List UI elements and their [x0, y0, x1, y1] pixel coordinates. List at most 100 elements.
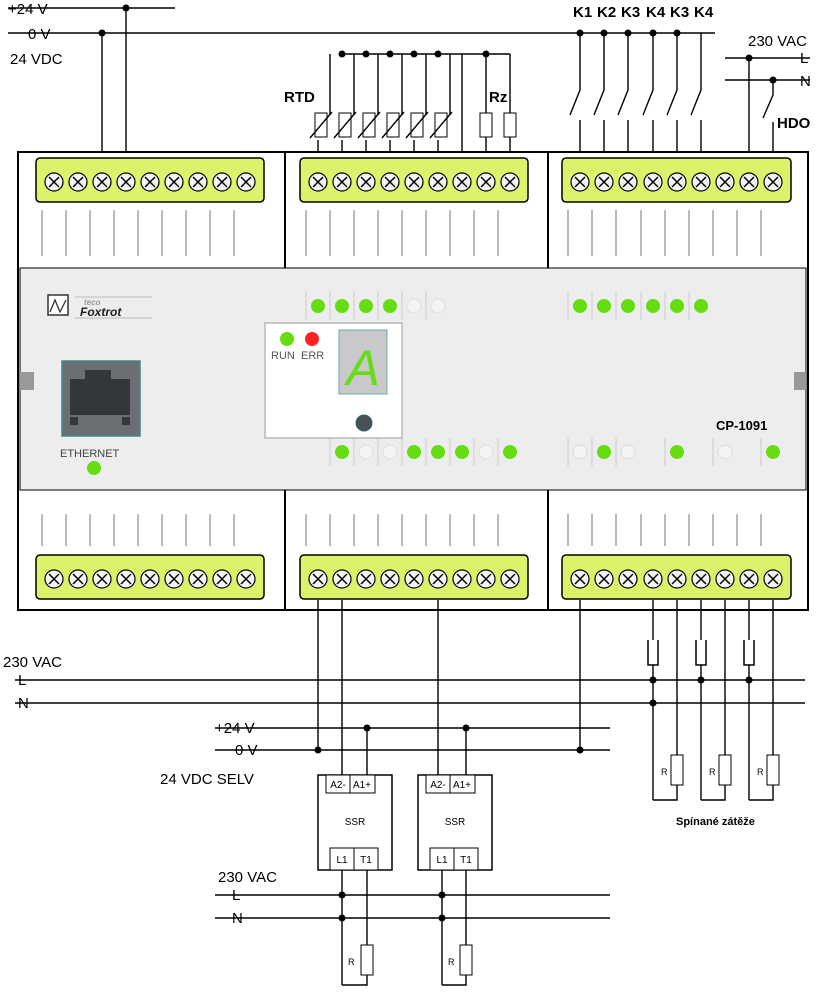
terminal-A1[interactable] [44, 172, 64, 192]
terminal-B9[interactable] [500, 172, 520, 192]
terminal-A6[interactable] [164, 172, 184, 192]
io-led [572, 444, 588, 460]
err-led [305, 332, 319, 346]
screw-slot-icon [598, 573, 610, 585]
screw-slot-icon [240, 573, 252, 585]
terminal-F6[interactable] [691, 569, 711, 589]
terminal-B4[interactable] [380, 172, 400, 192]
switch-label: K1 [573, 4, 592, 21]
terminal-D3[interactable] [92, 569, 112, 589]
io-led [694, 299, 708, 313]
resistor-label: R [448, 957, 455, 967]
terminal-C9[interactable] [763, 172, 783, 192]
terminal-E6[interactable] [428, 569, 448, 589]
ssr-a1: A1+ [353, 780, 371, 791]
mode-button[interactable] [355, 414, 373, 432]
terminal-F2[interactable] [594, 569, 614, 589]
model-label: CP-1091 [716, 418, 767, 433]
screw-slot-icon [240, 176, 252, 188]
terminal-C1[interactable] [570, 172, 590, 192]
terminal-C6[interactable] [691, 172, 711, 192]
terminal-D4[interactable] [116, 569, 136, 589]
terminal-A5[interactable] [140, 172, 160, 192]
terminal-F8[interactable] [739, 569, 759, 589]
label-plus24v-bottom: +24 V [215, 720, 255, 737]
status-panel: RUN ERR A [264, 322, 403, 439]
terminal-C4[interactable] [643, 172, 663, 192]
terminal-C5[interactable] [667, 172, 687, 192]
terminal-F7[interactable] [715, 569, 735, 589]
terminal-E9[interactable] [500, 569, 520, 589]
load-resistor [718, 754, 732, 786]
io-led [621, 299, 635, 313]
ssr-l1: L1 [336, 855, 348, 866]
terminal-F5[interactable] [667, 569, 687, 589]
terminal-E1[interactable] [308, 569, 328, 589]
terminal-A4[interactable] [116, 172, 136, 192]
err-label: ERR [301, 350, 324, 362]
terminal-B8[interactable] [476, 172, 496, 192]
junction-dot [386, 50, 394, 58]
screw-slot-icon [216, 176, 228, 188]
io-led [430, 298, 446, 314]
terminal-E2[interactable] [332, 569, 352, 589]
io-led [406, 298, 422, 314]
terminal-D6[interactable] [164, 569, 184, 589]
label-24vdc-selv: 24 VDC SELV [160, 771, 254, 788]
terminal-A7[interactable] [188, 172, 208, 192]
switch-contact [569, 89, 581, 116]
terminal-C7[interactable] [715, 172, 735, 192]
terminal-B6[interactable] [428, 172, 448, 192]
screw-slot-icon [72, 573, 84, 585]
terminal-B7[interactable] [452, 172, 472, 192]
terminal-C3[interactable] [618, 172, 638, 192]
screw-slot-icon [647, 573, 659, 585]
terminal-E3[interactable] [356, 569, 376, 589]
screw-slot-icon [480, 176, 492, 188]
terminal-A3[interactable] [92, 172, 112, 192]
io-led [670, 445, 684, 459]
terminal-B1[interactable] [308, 172, 328, 192]
terminal-A2[interactable] [68, 172, 88, 192]
terminal-D9[interactable] [236, 569, 256, 589]
terminal-D1[interactable] [44, 569, 64, 589]
terminal-F4[interactable] [643, 569, 663, 589]
terminal-E5[interactable] [404, 569, 424, 589]
ethernet-port[interactable] [61, 360, 141, 437]
terminal-D7[interactable] [188, 569, 208, 589]
label-24vdc: 24 VDC [10, 51, 63, 68]
terminal-E8[interactable] [476, 569, 496, 589]
loads-caption: Spínané zátěže [676, 816, 755, 828]
label-hdo: HDO [777, 115, 811, 132]
screw-slot-icon [719, 176, 731, 188]
screw-slot-icon [216, 573, 228, 585]
terminal-E4[interactable] [380, 569, 400, 589]
rz-resistor [503, 112, 517, 138]
terminal-B2[interactable] [332, 172, 352, 192]
terminal-F3[interactable] [618, 569, 638, 589]
screw-slot-icon [336, 573, 348, 585]
switch-label: K3 [621, 4, 640, 21]
io-led [358, 444, 374, 460]
terminal-B3[interactable] [356, 172, 376, 192]
screw-slot-icon [504, 573, 516, 585]
terminal-F9[interactable] [763, 569, 783, 589]
terminal-A9[interactable] [236, 172, 256, 192]
terminal-D2[interactable] [68, 569, 88, 589]
hdo-supply: 230 VAC L N HDO [725, 33, 811, 160]
io-led [573, 299, 587, 313]
terminal-C2[interactable] [594, 172, 614, 192]
terminal-A8[interactable] [212, 172, 232, 192]
terminal-B5[interactable] [404, 172, 424, 192]
terminal-D8[interactable] [212, 569, 232, 589]
status-leds [305, 292, 780, 466]
rtd-slash [405, 111, 429, 139]
terminal-C8[interactable] [739, 172, 759, 192]
resistor-label: R [757, 767, 764, 777]
io-led [503, 445, 517, 459]
terminal-F1[interactable] [570, 569, 590, 589]
terminal-E7[interactable] [452, 569, 472, 589]
terminal-D5[interactable] [140, 569, 160, 589]
screw-slot-icon [192, 176, 204, 188]
